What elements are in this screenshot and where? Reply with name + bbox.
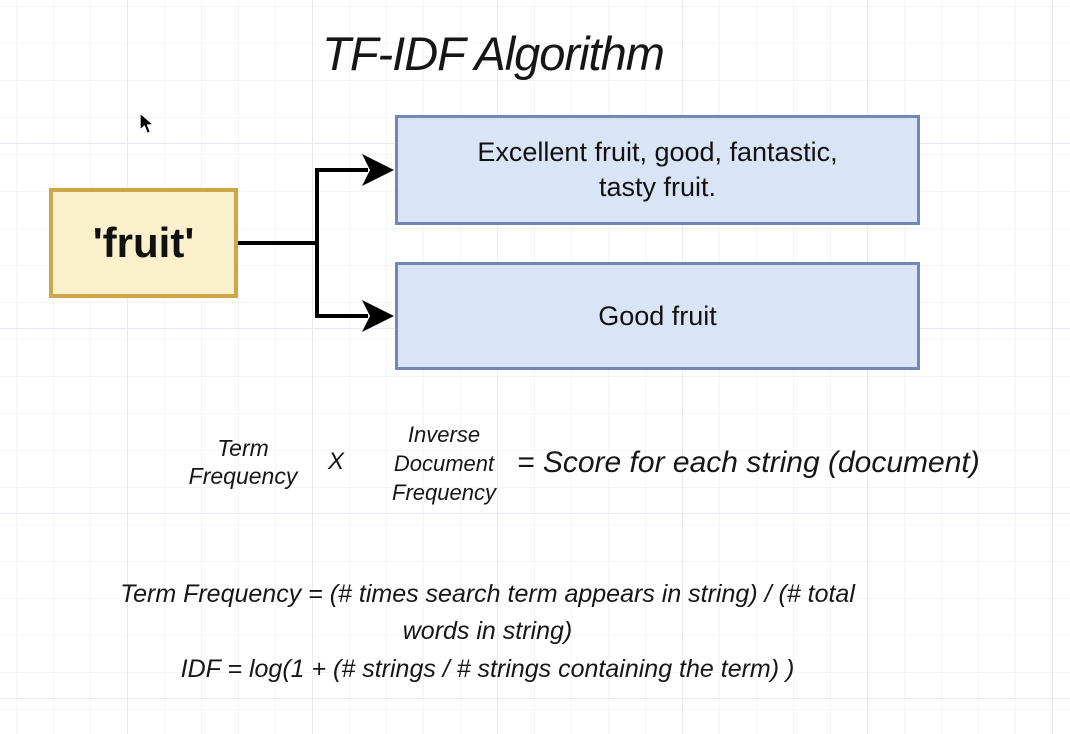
formula-result: = Score for each string (document) xyxy=(517,446,980,479)
formula-term-frequency: Term Frequency xyxy=(188,435,298,489)
term-frequency-definition: Term Frequency = (# times search term ap… xyxy=(120,580,855,645)
page-title: TF-IDF Algorithm xyxy=(322,27,665,80)
term-node-label: 'fruit' xyxy=(92,219,195,266)
connector-line[interactable] xyxy=(238,168,368,318)
idf-definition: IDF = log(1 + (# strings / # strings con… xyxy=(180,655,795,683)
document-node-1-label: Excellent fruit, good, fantastic, tasty … xyxy=(477,137,838,202)
document-node-2-label: Good fruit xyxy=(598,300,717,331)
formula-multiply-operator: X xyxy=(327,448,344,475)
document-node-1[interactable]: Excellent fruit, good, fantastic, tasty … xyxy=(395,115,920,225)
document-node-2[interactable]: Good fruit xyxy=(395,262,920,370)
definitions-block: Term Frequency = (# times search term ap… xyxy=(25,576,950,688)
formula-inverse-document-frequency: Inverse Document Frequency xyxy=(392,422,496,505)
arrowhead-top-icon[interactable] xyxy=(362,154,394,186)
mouse-pointer-icon xyxy=(139,112,155,135)
term-node[interactable]: 'fruit' xyxy=(49,188,238,298)
arrowhead-bottom-icon[interactable] xyxy=(362,300,394,332)
